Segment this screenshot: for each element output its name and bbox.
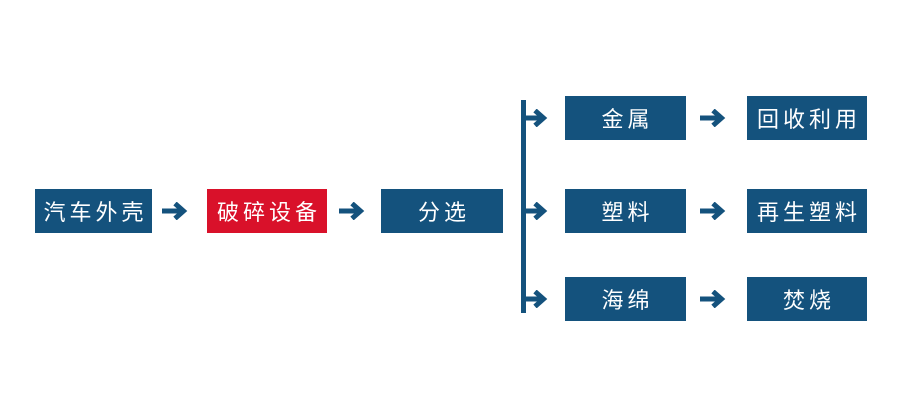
- arrow-right-icon: [525, 289, 552, 309]
- node-recycled-plastic: 再生塑料: [747, 189, 867, 233]
- node-crusher: 破碎设备: [207, 189, 327, 233]
- arrow-right-icon: [339, 201, 369, 221]
- node-sorting: 分选: [381, 189, 503, 233]
- arrow-right-icon: [162, 201, 192, 221]
- arrow-right-icon: [525, 201, 552, 221]
- arrow-right-icon: [700, 201, 730, 221]
- node-recycling: 回收利用: [747, 96, 867, 140]
- node-metal: 金属: [565, 96, 686, 140]
- branch-connector-line: [521, 100, 526, 313]
- node-incineration: 焚烧: [747, 277, 867, 321]
- arrow-right-icon: [700, 289, 730, 309]
- node-sponge: 海绵: [565, 277, 686, 321]
- node-plastic: 塑料: [565, 189, 686, 233]
- arrow-right-icon: [700, 108, 730, 128]
- arrow-right-icon: [525, 108, 552, 128]
- node-car-shell: 汽车外壳: [35, 189, 152, 233]
